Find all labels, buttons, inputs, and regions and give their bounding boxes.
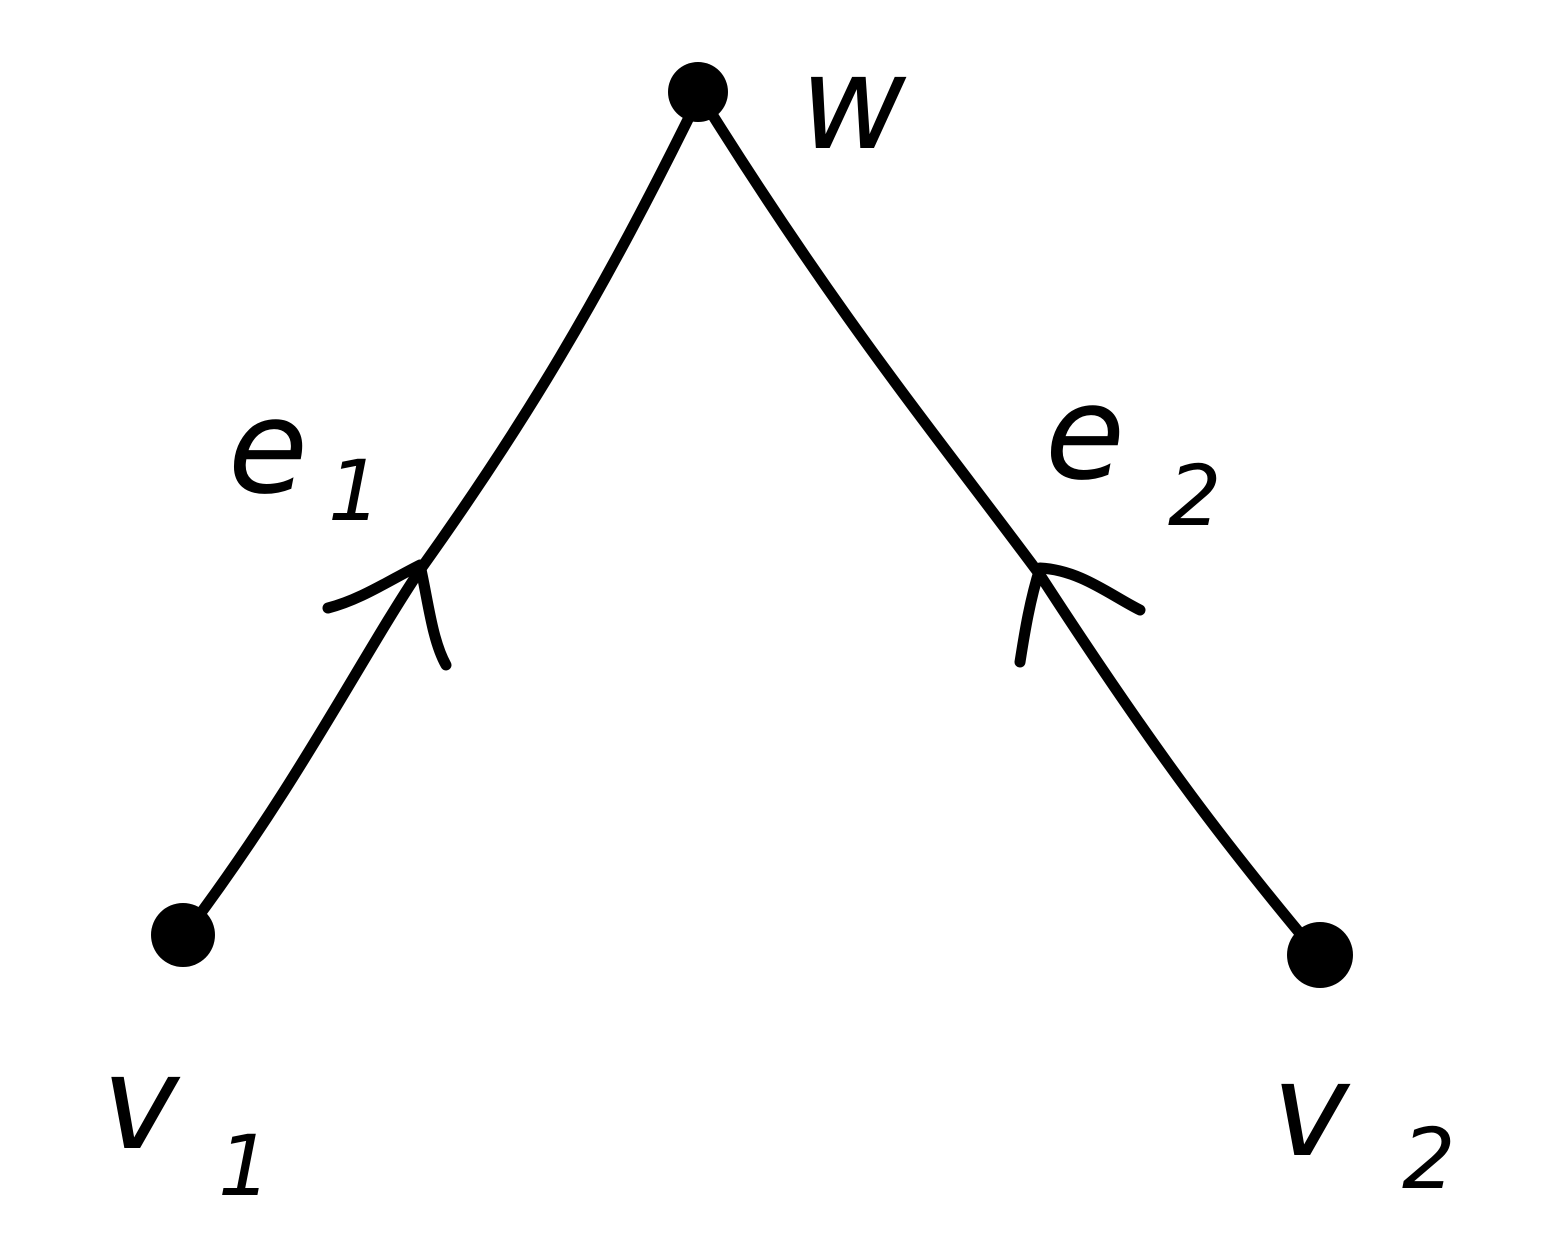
edge-e2-arrowhead <box>1014 562 1146 668</box>
node-v1 <box>151 903 215 967</box>
node-v2-label: v <box>1272 1034 1351 1186</box>
edge-e2 <box>694 89 1324 961</box>
edge-e1 <box>186 89 706 931</box>
edge-e2-label: e <box>1045 357 1125 509</box>
node-v1-subscript: 1 <box>218 1117 271 1215</box>
edge-e1-arrowhead <box>322 559 452 671</box>
edge-e1-label: e <box>228 371 308 523</box>
node-w <box>668 62 728 122</box>
edge-e2-subscript: 2 <box>1168 447 1221 545</box>
node-v2 <box>1287 922 1353 988</box>
node-v2-subscript: 2 <box>1402 1110 1455 1208</box>
node-w-label: w <box>800 27 907 179</box>
edge-e1-subscript: 1 <box>328 442 381 540</box>
node-v1-label: v <box>102 1027 181 1179</box>
